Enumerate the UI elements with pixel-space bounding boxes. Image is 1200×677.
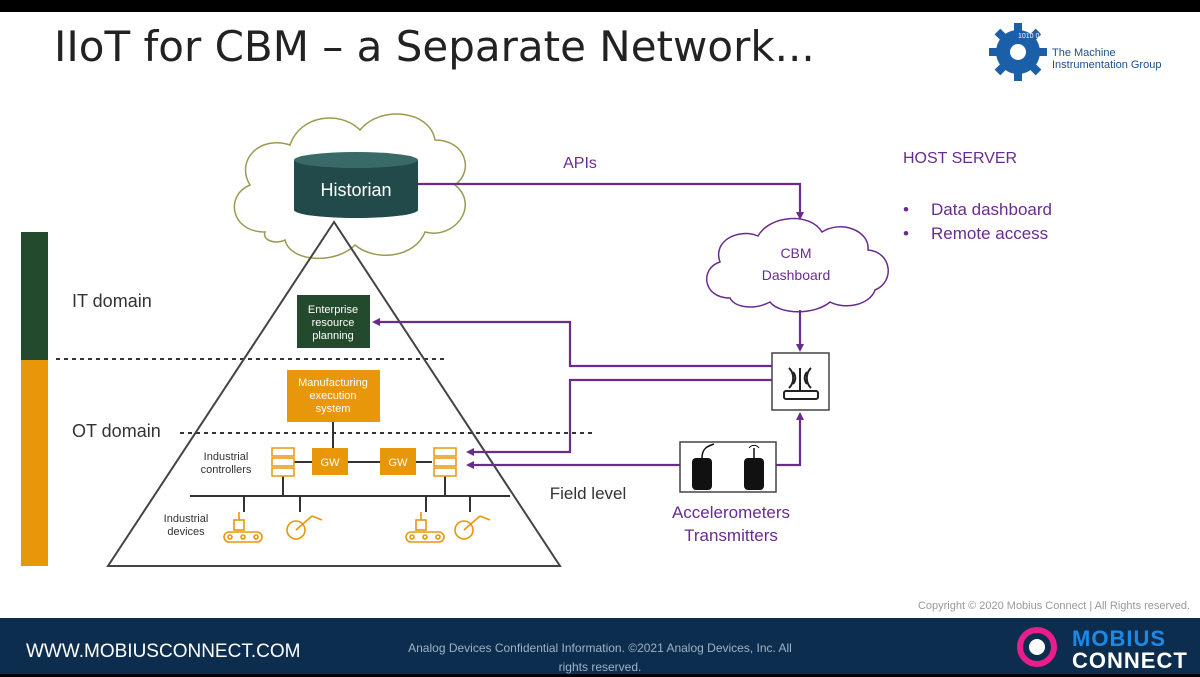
historian-label: Historian — [320, 180, 391, 200]
erp-label-1: Enterprise — [308, 304, 358, 316]
cbm-label-1: CBM — [780, 245, 811, 261]
devices-label-1: Industrial — [164, 513, 209, 525]
conveyor-left-icon — [223, 512, 263, 543]
controllers-label-1: Industrial — [204, 451, 249, 463]
ot-domain-label: OT domain — [72, 421, 161, 441]
sensors-label-1: Accelerometers — [672, 503, 790, 522]
footer-confidential: Analog Devices Confidential Information.… — [408, 641, 792, 674]
host-server-heading: HOST SERVER — [903, 150, 1018, 167]
ot-domain-bar — [21, 360, 48, 566]
sensors-label-2: Transmitters — [684, 526, 778, 545]
purple-connectors — [372, 182, 804, 469]
mes-label-2: execution — [309, 390, 356, 402]
host-server-item: Remote access — [903, 222, 1052, 246]
controller-left-icon — [271, 447, 295, 477]
wifi-router-icon — [783, 367, 819, 400]
conveyor-right-icon — [405, 512, 445, 543]
footer-website-link[interactable]: WWW.MOBIUSCONNECT.COM — [26, 641, 301, 662]
copyright-notice: Copyright © 2020 Mobius Connect | All Ri… — [917, 600, 1190, 612]
footer-brand-line1: MOBIUS — [1072, 626, 1166, 651]
mes-box — [287, 370, 380, 422]
automation-pyramid — [106, 220, 562, 567]
slide-title: IIoT for CBM – a Separate Network... — [54, 22, 815, 71]
host-server-list: Data dashboard Remote access — [903, 198, 1052, 246]
controllers-label-2: controllers — [201, 464, 252, 476]
historian-database — [294, 152, 418, 218]
it-domain-label: IT domain — [72, 291, 152, 311]
host-server-item: Data dashboard — [903, 198, 1052, 222]
logo-bits: 1010 01011 — [1018, 33, 1055, 40]
ot-bus-lines — [190, 422, 510, 512]
gateway-right-box — [380, 448, 416, 475]
mobius-logo-icon — [1017, 627, 1057, 667]
slide — [0, 12, 1200, 618]
top-bar — [0, 0, 1200, 12]
accelerometer-icon — [692, 443, 715, 490]
gateway-left-label: GW — [321, 457, 341, 469]
apis-label: APIs — [563, 155, 597, 172]
gateway-right-label: GW — [389, 457, 409, 469]
it-domain-bar — [21, 232, 48, 360]
gear-icon — [989, 23, 1047, 81]
field-level-label: Field level — [550, 484, 627, 503]
mes-label-1: Manufacturing — [298, 377, 368, 389]
footer-bar — [0, 618, 1200, 674]
logo-line2: Instrumentation Group — [1052, 59, 1162, 71]
logo-text: The Machine Instrumentation Group — [1052, 47, 1161, 71]
devices-label-2: devices — [167, 526, 205, 538]
erp-label-3: planning — [312, 330, 354, 342]
robot-arm-left-icon — [286, 515, 323, 540]
mes-label-3: system — [316, 403, 351, 415]
gateway-left-box — [312, 448, 348, 475]
erp-box — [297, 295, 370, 348]
controller-right-icon — [433, 447, 457, 477]
footer-brand-line2: CONNECT — [1072, 648, 1188, 673]
cbm-dashboard-cloud — [705, 217, 889, 313]
transmitter-icon — [744, 444, 764, 490]
robot-arm-right-icon — [454, 515, 491, 540]
erp-label-2: resource — [312, 317, 355, 329]
cbm-label-2: Dashboard — [762, 267, 831, 283]
logo-line1: The Machine — [1052, 47, 1116, 59]
